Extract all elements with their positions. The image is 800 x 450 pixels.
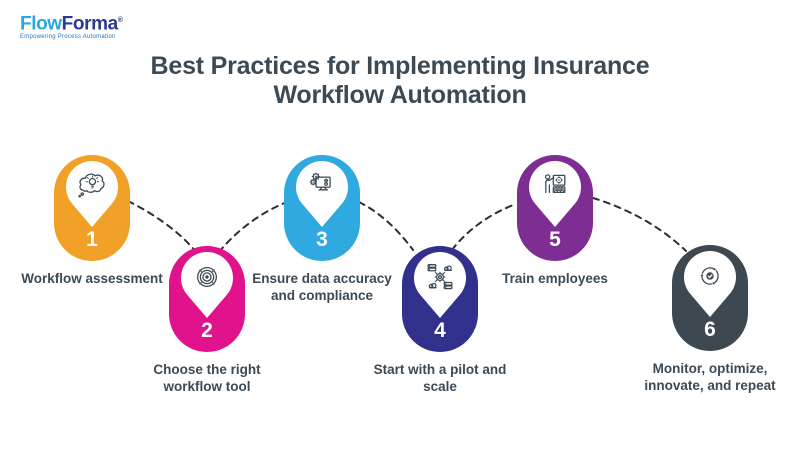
step-6-pill: 6 <box>672 245 748 351</box>
step-5: 5 Train employees <box>502 155 608 286</box>
page-title: Best Practices for Implementing Insuranc… <box>0 52 800 110</box>
page-title-line2: Workflow Automation <box>273 81 527 109</box>
pin-shape <box>66 160 118 227</box>
pin-shape <box>414 251 466 318</box>
training-icon <box>544 174 566 194</box>
step-number: 1 <box>86 228 98 251</box>
connector-3-4 <box>358 201 414 251</box>
logo-part-forma: Forma <box>61 13 118 35</box>
flowforma-logo-text: FlowForma® <box>20 11 123 34</box>
step-number: 5 <box>549 228 561 251</box>
connector-2-3 <box>218 201 288 253</box>
thought-lightbulb-icon <box>78 173 105 198</box>
pin-shape <box>296 160 348 227</box>
logo-tagline: Empowering Process Automation <box>20 34 116 41</box>
network-icon <box>427 264 453 290</box>
connector-4-5 <box>451 203 517 251</box>
flowforma-logo: FlowForma® Empowering Process Automation <box>20 11 123 41</box>
step-1-label: Workflow assessment <box>21 271 163 286</box>
step-6: 6 Monitor, optimize,innovate, and repeat <box>644 245 776 393</box>
logo-part-flow: Flow <box>20 13 62 35</box>
step-number: 3 <box>316 228 328 251</box>
pin-shape <box>529 160 581 227</box>
step-1-pill: 1 <box>54 155 130 261</box>
monitor-gears-icon <box>309 172 331 191</box>
step-5-pill: 5 <box>517 155 593 261</box>
step-6-label: Monitor, optimize,innovate, and repeat <box>644 361 776 393</box>
pin-shape <box>181 251 233 318</box>
step-4-pill: 4 <box>402 246 478 352</box>
step-1: 1 Workflow assessment <box>21 155 163 286</box>
step-number: 2 <box>201 319 213 342</box>
step-5-label: Train employees <box>502 271 608 286</box>
step-3-pill: 3 <box>284 155 360 261</box>
step-number: 6 <box>704 318 716 341</box>
step-number: 4 <box>434 319 446 342</box>
target-icon <box>197 267 217 287</box>
connector-1-2 <box>127 200 197 253</box>
cycle-check-icon <box>700 267 719 285</box>
page-title-line1: Best Practices for Implementing Insuranc… <box>150 52 650 80</box>
registered-trademark: ® <box>117 17 123 24</box>
connector-5-6 <box>592 197 687 252</box>
step-2-pill: 2 <box>169 246 245 352</box>
